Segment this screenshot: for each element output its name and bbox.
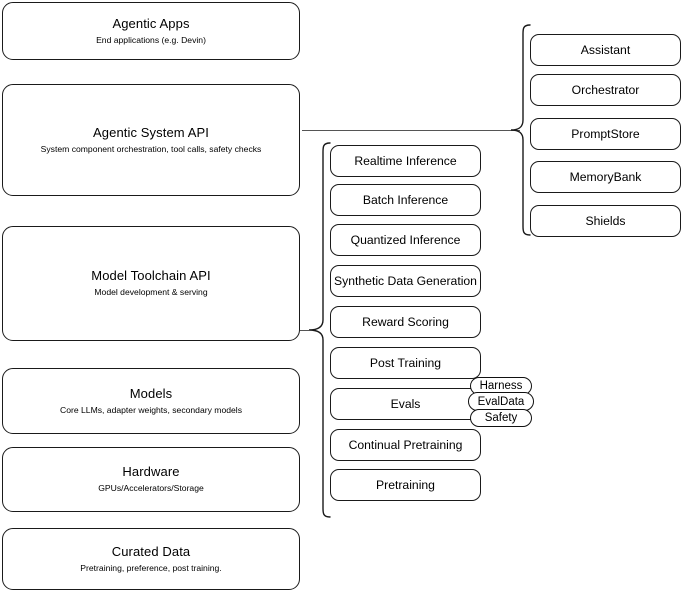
layer-subtitle: Model development & serving — [94, 287, 208, 297]
chip-label: Batch Inference — [362, 193, 449, 207]
pill-label: Safety — [484, 412, 518, 424]
chip-label: MemoryBank — [569, 170, 642, 184]
layer-model-toolchain-api[interactable]: Model Toolchain API Model development & … — [2, 226, 300, 341]
layer-title: Agentic System API — [93, 124, 209, 140]
pill-label: Harness — [479, 380, 523, 392]
chip-promptstore[interactable]: PromptStore — [530, 118, 681, 150]
chip-shields[interactable]: Shields — [530, 205, 681, 237]
pill-label: EvalData — [477, 395, 525, 408]
chip-label: Synthetic Data Generation — [334, 274, 477, 288]
chip-synthetic-data-generation[interactable]: Synthetic Data Generation — [330, 265, 481, 297]
chip-label: Reward Scoring — [362, 315, 449, 329]
layer-models[interactable]: Models Core LLMs, adapter weights, secon… — [2, 368, 300, 434]
chip-quantized-inference[interactable]: Quantized Inference — [330, 224, 481, 256]
chip-memorybank[interactable]: MemoryBank — [530, 161, 681, 193]
layer-title: Model Toolchain API — [91, 268, 211, 283]
chip-label: Continual Pretraining — [348, 438, 463, 452]
chip-continual-pretraining[interactable]: Continual Pretraining — [330, 429, 481, 461]
layer-curated-data[interactable]: Curated Data Pretraining, preference, po… — [2, 528, 300, 590]
chip-assistant[interactable]: Assistant — [530, 34, 681, 66]
chip-orchestrator[interactable]: Orchestrator — [530, 74, 681, 106]
layer-agentic-apps[interactable]: Agentic Apps End applications (e.g. Devi… — [2, 2, 300, 60]
layer-agentic-system-api[interactable]: Agentic System API System component orch… — [2, 84, 300, 196]
chip-realtime-inference[interactable]: Realtime Inference — [330, 145, 481, 177]
chip-label: Assistant — [580, 43, 631, 57]
layer-title: Hardware — [122, 464, 180, 479]
layer-subtitle: Pretraining, preference, post training. — [80, 562, 222, 573]
chip-pretraining[interactable]: Pretraining — [330, 469, 481, 501]
chip-label: Orchestrator — [571, 83, 640, 97]
chip-label: Quantized Inference — [350, 233, 461, 247]
chip-label: Realtime Inference — [354, 154, 457, 168]
layer-subtitle: GPUs/Accelerators/Storage — [98, 483, 204, 493]
layer-subtitle: End applications (e.g. Devin) — [96, 34, 206, 45]
chip-evals[interactable]: Evals — [330, 388, 481, 420]
chip-reward-scoring[interactable]: Reward Scoring — [330, 306, 481, 338]
connector-system-api-line — [302, 130, 520, 131]
pill-evaldata[interactable]: EvalData — [468, 392, 534, 411]
chip-label: Post Training — [369, 356, 442, 370]
chip-label: Shields — [585, 214, 626, 228]
chip-label: PromptStore — [571, 127, 640, 141]
layer-title: Agentic Apps — [112, 15, 190, 31]
chip-post-training[interactable]: Post Training — [330, 347, 481, 379]
pill-safety[interactable]: Safety — [470, 409, 532, 427]
layer-subtitle: Core LLMs, adapter weights, secondary mo… — [60, 404, 242, 415]
layer-subtitle: System component orchestration, tool cal… — [40, 143, 262, 154]
layer-title: Curated Data — [111, 543, 191, 559]
bracket-toolchain-capabilities — [308, 142, 332, 518]
chip-batch-inference[interactable]: Batch Inference — [330, 184, 481, 216]
layer-title: Models — [129, 385, 173, 401]
chip-label: Pretraining — [376, 478, 435, 492]
layer-hardware[interactable]: Hardware GPUs/Accelerators/Storage — [2, 447, 300, 512]
connector-toolchain-stub — [300, 330, 309, 331]
chip-label: Evals — [390, 397, 421, 411]
pill-harness[interactable]: Harness — [470, 377, 532, 395]
